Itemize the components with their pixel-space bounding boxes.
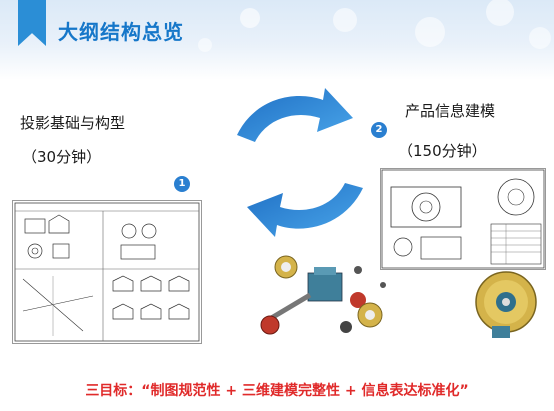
- assembled-gearbox-model: [475, 271, 537, 338]
- goals-statement: 三目标：“制图规范性 + 三维建模完整性 + 信息表达标准化”: [85, 383, 469, 399]
- header-band: [0, 0, 554, 80]
- stage-1-title: 投影基础与构型: [20, 114, 126, 132]
- cycle-arrows: [237, 88, 363, 237]
- arrow-top-icon: [237, 88, 353, 142]
- arrow-bottom-icon: [247, 183, 363, 237]
- stage-2-duration: （150分钟）: [398, 142, 487, 160]
- header-bubbles: [198, 0, 551, 52]
- assembly-drawing: [380, 168, 546, 270]
- stage-1-duration: （30分钟）: [22, 148, 102, 166]
- stage-2-title: 产品信息建模: [405, 102, 496, 120]
- stage-1-badge: 1: [174, 176, 190, 192]
- page-title: 大纲结构总览: [58, 20, 184, 44]
- projection-worksheet: [12, 200, 202, 344]
- exploded-gearbox-model: [260, 255, 386, 335]
- stage-2-badge: 2: [371, 122, 387, 138]
